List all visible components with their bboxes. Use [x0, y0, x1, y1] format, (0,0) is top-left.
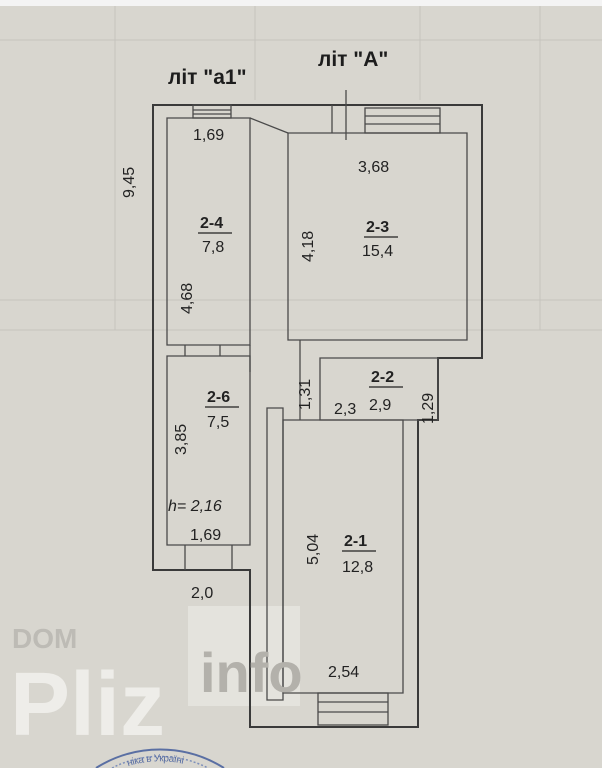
room-2-1-number: 2-1	[344, 533, 367, 550]
room-2-4-number: 2-4	[200, 215, 223, 232]
dim-2-3-length: 4,18	[300, 231, 317, 262]
dim-outer-bottom: 2,0	[191, 585, 213, 602]
watermark-panel	[188, 606, 300, 706]
dim-corridor: 1,31	[297, 379, 314, 410]
watermark-logo: DOM Pliz info	[10, 623, 303, 755]
dim-2-2-width: 2,3	[334, 401, 356, 418]
watermark-pliz: Pliz	[10, 655, 165, 755]
ceiling-height: h= 2,16	[168, 498, 222, 515]
door-2-3	[331, 90, 347, 140]
partition-2-6	[184, 345, 233, 570]
room-2-3-area: 15,4	[362, 243, 393, 260]
watermark-dom: DOM	[12, 623, 77, 654]
svg-text:ніка в Україні: ніка в Україні	[126, 753, 185, 768]
window-2-4	[192, 104, 232, 119]
dim-2-1-length: 5,04	[305, 534, 322, 565]
room-2-2-area: 2,9	[369, 397, 391, 414]
stamp-text: ніка в Україні	[126, 753, 185, 768]
room-2-6-area: 7,5	[207, 414, 229, 431]
background-grid	[0, 6, 602, 331]
dim-2-6-length: 3,85	[173, 424, 190, 455]
room-2-6-number: 2-6	[207, 389, 230, 406]
window-2-3	[364, 107, 441, 134]
watermark-info: info	[200, 641, 303, 704]
stamp: ніка в Україні	[95, 748, 225, 768]
title-lit-a: літ "А"	[318, 48, 388, 71]
window-2-1	[317, 692, 389, 726]
dim-2-2-length: 1,29	[420, 393, 437, 424]
dim-2-4-length: 4,68	[179, 283, 196, 314]
dim-2-3-width: 3,68	[358, 159, 389, 176]
room-2-3-number: 2-3	[366, 219, 389, 236]
room-2-2-number: 2-2	[371, 369, 394, 386]
dim-2-1-width: 2,54	[328, 664, 359, 681]
room-2-4-area: 7,8	[202, 239, 224, 256]
dimension-overall: 9,45	[121, 167, 138, 198]
top-strip	[0, 0, 602, 6]
room-2-1-area: 12,8	[342, 559, 373, 576]
title-lit-a1: літ "а1"	[168, 66, 247, 89]
dim-2-6-width: 1,69	[190, 527, 221, 544]
dim-2-4-width: 1,69	[193, 127, 224, 144]
